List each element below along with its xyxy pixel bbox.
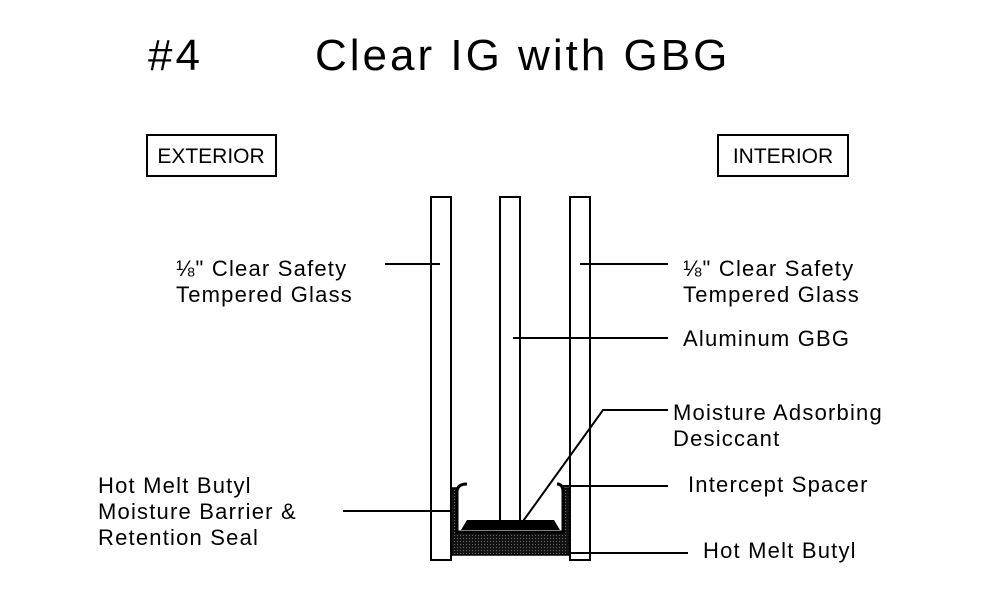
diagram-number: #4 <box>148 31 203 80</box>
exterior-label: EXTERIOR <box>157 145 264 168</box>
left-glass-label-2: Tempered Glass <box>176 282 353 307</box>
right-glass-label-2: Tempered Glass <box>683 282 860 307</box>
desiccant <box>461 520 560 530</box>
exterior-box: EXTERIOR <box>146 134 277 177</box>
seal-label-3: Retention Seal <box>98 525 259 550</box>
diagram-title: Clear IG with GBG <box>315 31 730 80</box>
spacer-label: Intercept Spacer <box>688 472 869 497</box>
butyl-label: Hot Melt Butyl <box>703 538 857 563</box>
seal-label-2: Moisture Barrier & <box>98 499 297 524</box>
interior-label: INTERIOR <box>733 145 833 168</box>
left-glass-label-1: ⅛" Clear Safety <box>176 256 347 281</box>
desiccant-label-1: Moisture Adsorbing <box>673 400 883 425</box>
intercept-spacer <box>455 482 565 534</box>
aluminum-gbg <box>499 196 521 523</box>
interior-box: INTERIOR <box>717 134 849 177</box>
gbg-label: Aluminum GBG <box>683 326 850 351</box>
right-glass-label-1: ⅛" Clear Safety <box>683 256 854 281</box>
interior-glass-pane <box>569 196 591 561</box>
seal-label-1: Hot Melt Butyl <box>98 473 252 498</box>
exterior-glass-pane <box>430 196 452 561</box>
desiccant-label-2: Desiccant <box>673 426 780 451</box>
leader-lines <box>343 263 688 554</box>
